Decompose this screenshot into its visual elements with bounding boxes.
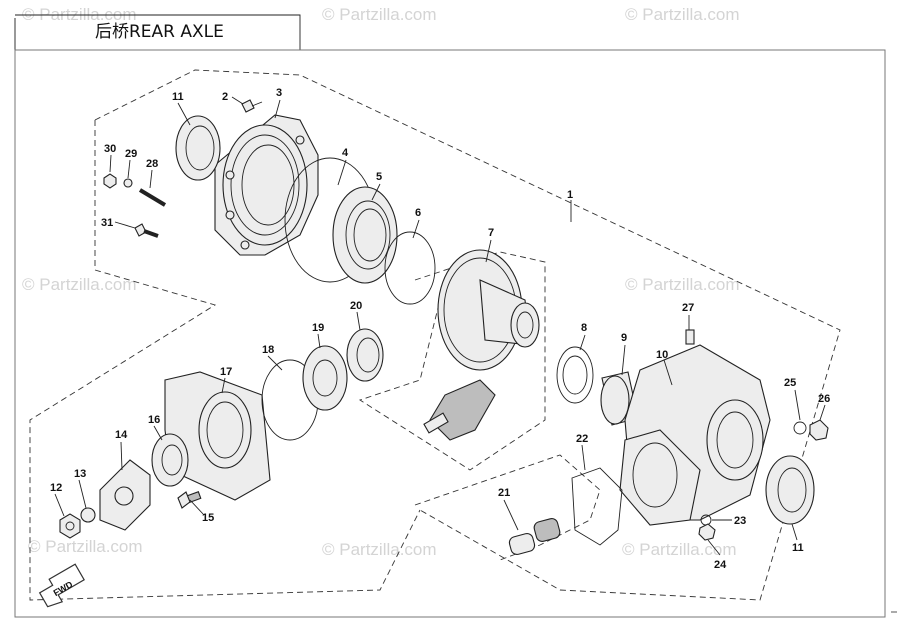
watermark-bottom-left: © Partzilla.com <box>28 537 143 556</box>
part-14-flange-yoke <box>99 459 151 531</box>
callout-29: 29 <box>125 148 137 160</box>
callout-5: 5 <box>376 171 382 183</box>
part-11-oil-seal-upper <box>175 115 221 181</box>
watermarks: © Partzilla.com © Partzilla.com © Partzi… <box>22 5 740 559</box>
callout-8: 8 <box>581 322 587 334</box>
callout-6: 6 <box>415 207 421 219</box>
watermark-top-left: © Partzilla.com <box>22 5 137 24</box>
callout-numbers: 1 2 3 4 5 6 7 8 9 10 11 11 12 13 14 15 1… <box>50 87 830 571</box>
assembly-boundary-lines <box>29 69 841 601</box>
part-27-pin <box>685 329 695 345</box>
callout-16: 16 <box>148 414 160 426</box>
callout-19: 19 <box>312 322 324 334</box>
callout-11-lower: 11 <box>792 542 804 554</box>
callout-10: 10 <box>656 349 668 361</box>
part-28-stud <box>138 188 167 207</box>
part-21-bushings <box>508 518 561 556</box>
part-12-nut <box>59 513 81 539</box>
part-5-bearing <box>332 186 398 284</box>
callout-9: 9 <box>621 332 627 344</box>
part-30-nut <box>103 173 117 189</box>
watermark-mid-right: © Partzilla.com <box>625 275 740 294</box>
callout-2: 2 <box>222 91 228 103</box>
part-3-housing-cover <box>214 114 319 256</box>
callout-17: 17 <box>220 366 232 378</box>
callout-31: 31 <box>101 217 113 229</box>
callout-15: 15 <box>202 512 214 524</box>
callout-14: 14 <box>115 429 128 441</box>
part-8-gasket <box>556 346 594 404</box>
callout-22: 22 <box>576 433 588 445</box>
callout-11-upper: 11 <box>172 91 184 103</box>
callout-30: 30 <box>104 143 116 155</box>
callout-24: 24 <box>714 559 727 571</box>
callout-26: 26 <box>818 393 830 405</box>
callout-12: 12 <box>50 482 62 494</box>
part-29-washer <box>123 178 133 188</box>
callout-4: 4 <box>342 147 349 159</box>
part-15-bolt <box>177 491 202 509</box>
callout-3: 3 <box>276 87 282 99</box>
callout-28: 28 <box>146 158 158 170</box>
watermark-bottom-right: © Partzilla.com <box>622 540 737 559</box>
part-16-seal <box>151 433 189 487</box>
part-2-bolt <box>241 99 263 113</box>
watermark-top-center: © Partzilla.com <box>322 5 437 24</box>
leader-lines <box>54 96 826 556</box>
callout-7: 7 <box>488 227 494 239</box>
part-22-gasket <box>571 467 623 546</box>
callout-27: 27 <box>682 302 694 314</box>
callout-13: 13 <box>74 468 86 480</box>
part-31-bolt <box>134 223 159 238</box>
diagram-frame <box>14 49 886 618</box>
part-25-washer <box>793 421 807 435</box>
callout-25: 25 <box>784 377 796 389</box>
watermark-top-right: © Partzilla.com <box>625 5 740 24</box>
callout-23: 23 <box>734 515 746 527</box>
part-6-shim <box>384 231 436 305</box>
watermark-mid-left: © Partzilla.com <box>22 275 137 294</box>
callout-18: 18 <box>262 344 274 356</box>
part-19-bearing <box>302 345 348 411</box>
watermark-bottom-center: © Partzilla.com <box>322 540 437 559</box>
fwd-arrow: FWD <box>38 563 85 608</box>
part-7-ring-gear <box>437 249 540 371</box>
callout-20: 20 <box>350 300 362 312</box>
callout-21: 21 <box>498 487 510 499</box>
callout-1: 1 <box>567 189 573 201</box>
part-24-drain-plug <box>698 523 716 541</box>
part-11-oil-seal-lower <box>765 455 815 525</box>
page-title: 后桥REAR AXLE <box>95 22 224 42</box>
part-17-flange-housing <box>164 371 271 501</box>
part-13-washer <box>80 507 96 523</box>
part-10-gear-case <box>619 344 771 526</box>
part-20-sleeve <box>346 328 384 382</box>
pinion-gear <box>423 379 496 441</box>
